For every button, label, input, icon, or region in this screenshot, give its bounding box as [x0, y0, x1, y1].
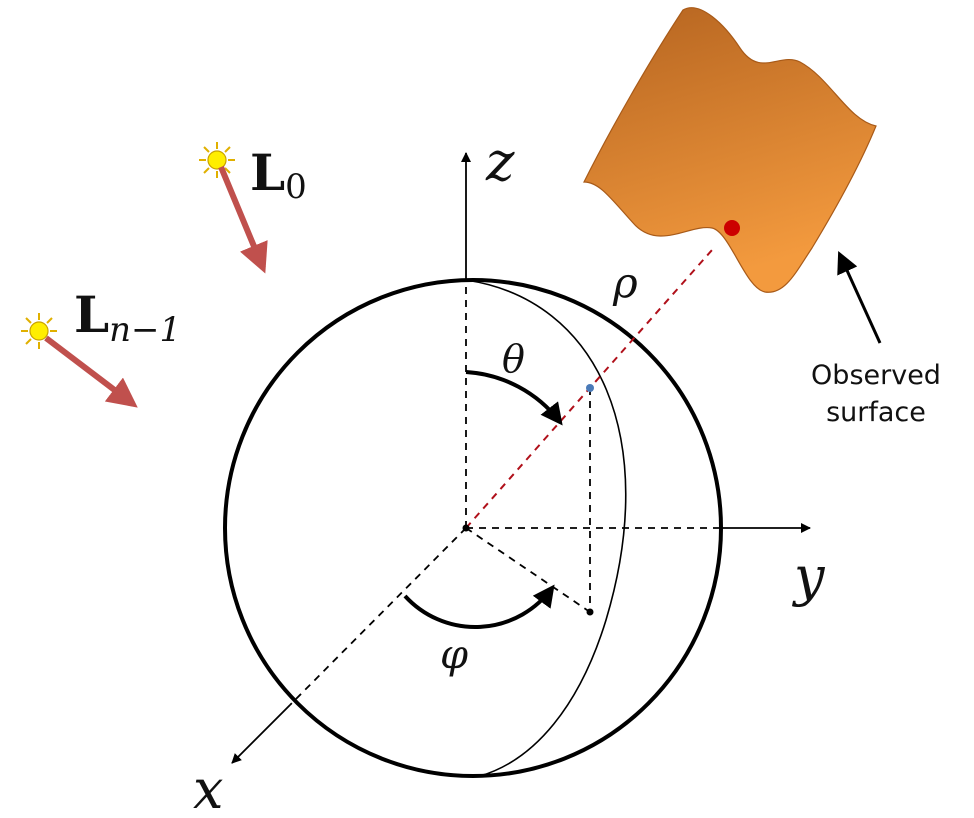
z-axis-label: z — [485, 130, 515, 193]
surface-point — [724, 220, 740, 236]
surface-caption-line1: Observed — [811, 360, 941, 391]
sphere-intersection-point — [586, 384, 594, 392]
light-source-0 — [199, 142, 268, 274]
x-axis — [231, 704, 291, 764]
light-direction-arrow — [218, 165, 268, 274]
theta-arc — [465, 370, 563, 426]
light-source-n-1 — [21, 313, 138, 408]
y-axis-label: y — [792, 545, 826, 608]
phi-label: φ — [440, 632, 468, 678]
surface-caption-line2: surface — [826, 397, 926, 428]
x-axis-label: x — [193, 758, 223, 818]
projection-point — [586, 608, 594, 616]
light-label-n-1: Ln−1 — [74, 285, 181, 350]
sun-icon — [21, 313, 57, 349]
light-label-0: L0 — [250, 143, 307, 207]
construction-lines — [289, 282, 716, 706]
observed-surface — [583, 7, 877, 293]
phi-arc — [403, 584, 555, 630]
light-direction-arrow — [44, 335, 138, 408]
rho-label: ρ — [612, 258, 638, 307]
origin-point — [462, 524, 470, 532]
theta-label: θ — [502, 337, 525, 381]
meridian-arc — [465, 279, 627, 777]
surface-pointer-arrow — [837, 250, 882, 344]
sun-icon — [199, 142, 235, 178]
